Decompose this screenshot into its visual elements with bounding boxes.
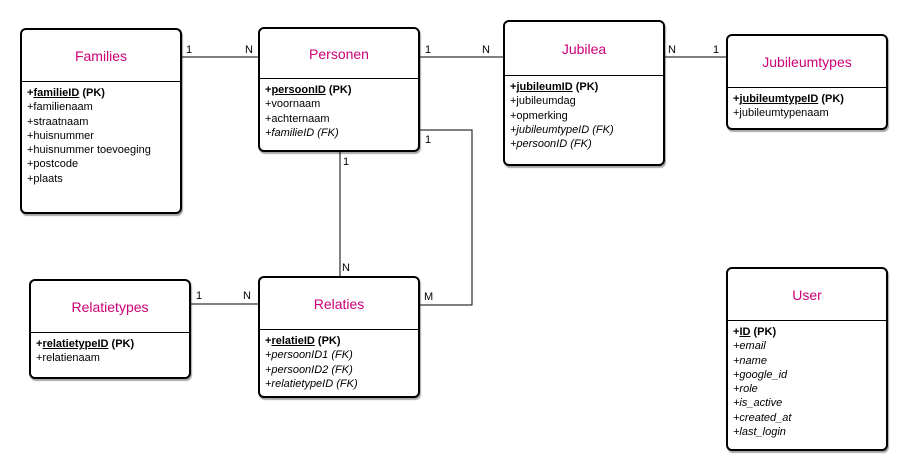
entity-title: Jubileumtypes [728, 36, 886, 88]
card-relatietypes-relaties-from: 1 [196, 290, 203, 302]
primary-key-name: ID [739, 326, 751, 338]
attribute-row: +persoonID (FK) [510, 138, 592, 151]
entity-jubilea[interactable]: Jubilea +jubileumID (PK)+jubileumdag+opm… [503, 20, 665, 166]
attribute-row: +jubileumtypeID (PK) [733, 92, 886, 106]
attribute-row: +familieID (FK) [265, 126, 339, 139]
entity-families[interactable]: Families +familieID (PK)+familienaam+str… [20, 28, 182, 214]
attribute-row: +relatietypeID (PK) [36, 337, 189, 351]
attribute-row: +name [733, 354, 767, 367]
primary-key-name: relatieID [271, 335, 315, 347]
attribute-row: +is_active [733, 397, 783, 410]
attribute-row: +postcode [27, 158, 79, 171]
card-personen-relaties-b-to: M [424, 291, 434, 303]
primary-key-name: familieID [33, 87, 80, 99]
card-families-personen-to: N [245, 44, 253, 56]
attribute-list: +jubileumID (PK)+jubileumdag+opmerking+j… [505, 76, 663, 151]
attribute-prefix: + [510, 81, 517, 93]
attribute-row: +last_login [733, 426, 786, 439]
entity-title: Jubilea [505, 22, 663, 76]
attribute-row: +jubileumtypenaam [733, 107, 829, 120]
primary-key-suffix: (PK) [750, 326, 777, 338]
attribute-row: +huisnummer toevoeging [27, 144, 151, 157]
card-personen-jubilea-from: 1 [425, 44, 432, 56]
primary-key-suffix: (PK) [818, 93, 844, 105]
entity-relaties[interactable]: Relaties +relatieID (PK)+persoonID1 (FK)… [258, 276, 420, 398]
attribute-row: +relatieID (PK) [265, 334, 418, 348]
entity-title: Personen [260, 29, 418, 79]
attribute-list: +relatietypeID (PK)+relatienaam [31, 333, 189, 366]
attribute-row: +persoonID (PK) [265, 83, 418, 97]
attribute-prefix: + [36, 338, 43, 350]
card-personen-relaties-a-from: 1 [343, 156, 350, 168]
attribute-list: +relatieID (PK)+persoonID1 (FK)+persoonI… [260, 330, 418, 391]
attribute-row: +role [733, 383, 758, 396]
attribute-row: +jubileumtypeID (FK) [510, 123, 614, 136]
attribute-list: +familieID (PK)+familienaam+straatnaam+h… [22, 82, 180, 186]
attribute-row: +google_id [733, 368, 788, 381]
attribute-list: +jubileumtypeID (PK)+jubileumtypenaam [728, 88, 886, 121]
entity-relatietypes[interactable]: Relatietypes +relatietypeID (PK)+relatie… [29, 279, 191, 379]
attribute-row: +relatietypeID (FK) [265, 377, 358, 390]
primary-key-suffix: (PK) [79, 87, 105, 99]
attribute-row: +huisnummer [27, 129, 94, 142]
entity-personen[interactable]: Personen +persoonID (PK)+voornaam+achter… [258, 27, 420, 152]
card-personen-relaties-b-from: 1 [425, 134, 432, 146]
attribute-row: +straatnaam [27, 115, 89, 128]
primary-key-suffix: (PK) [572, 81, 599, 93]
entity-title: User [728, 269, 886, 321]
line-personen-relaties-b [420, 129, 473, 306]
entity-jubileumtypes[interactable]: Jubileumtypes +jubileumtypeID (PK)+jubil… [726, 34, 888, 130]
entity-title: Relatietypes [31, 281, 189, 333]
attribute-row: +jubileumdag [510, 95, 576, 108]
entity-title: Relaties [260, 278, 418, 330]
attribute-list: +ID (PK)+email+name+google_id+role+is_ac… [728, 321, 886, 439]
attribute-row: +voornaam [265, 98, 321, 111]
attribute-prefix: + [265, 335, 272, 347]
attribute-row: +email [733, 340, 766, 353]
primary-key-suffix: (PK) [108, 338, 135, 350]
card-families-personen-from: 1 [186, 44, 193, 56]
card-personen-jubilea-to: N [482, 44, 490, 56]
card-jubilea-jubileumtypes-to: 1 [713, 44, 720, 56]
attribute-prefix: + [733, 93, 740, 105]
card-relatietypes-relaties-to: N [243, 290, 251, 302]
attribute-row: +relatienaam [36, 352, 100, 365]
attribute-list: +persoonID (PK)+voornaam+achternaam+fami… [260, 79, 418, 140]
attribute-prefix: + [733, 326, 740, 338]
attribute-prefix: + [27, 87, 34, 99]
entity-user[interactable]: User +ID (PK)+email+name+google_id+role+… [726, 267, 888, 451]
attribute-row: +ID (PK) [733, 325, 886, 339]
primary-key-name: jubileumID [516, 81, 573, 93]
attribute-row: +plaats [27, 172, 63, 185]
attribute-row: +familieID (PK) [27, 86, 180, 100]
primary-key-name: relatietypeID [42, 338, 109, 350]
attribute-prefix: + [265, 84, 272, 96]
attribute-row: +persoonID2 (FK) [265, 363, 353, 376]
primary-key-suffix: (PK) [314, 335, 341, 347]
attribute-row: +familienaam [27, 101, 93, 114]
card-personen-relaties-a-to: N [342, 262, 350, 274]
primary-key-name: persoonID [271, 84, 326, 96]
attribute-row: +achternaam [265, 112, 330, 125]
attribute-row: +jubileumID (PK) [510, 80, 663, 94]
card-jubilea-jubileumtypes-from: N [668, 44, 676, 56]
primary-key-suffix: (PK) [325, 84, 352, 96]
attribute-row: +persoonID1 (FK) [265, 349, 353, 362]
attribute-row: +opmerking [510, 109, 568, 122]
primary-key-name: jubileumtypeID [739, 93, 819, 105]
attribute-row: +created_at [733, 411, 792, 424]
entity-title: Families [22, 30, 180, 82]
